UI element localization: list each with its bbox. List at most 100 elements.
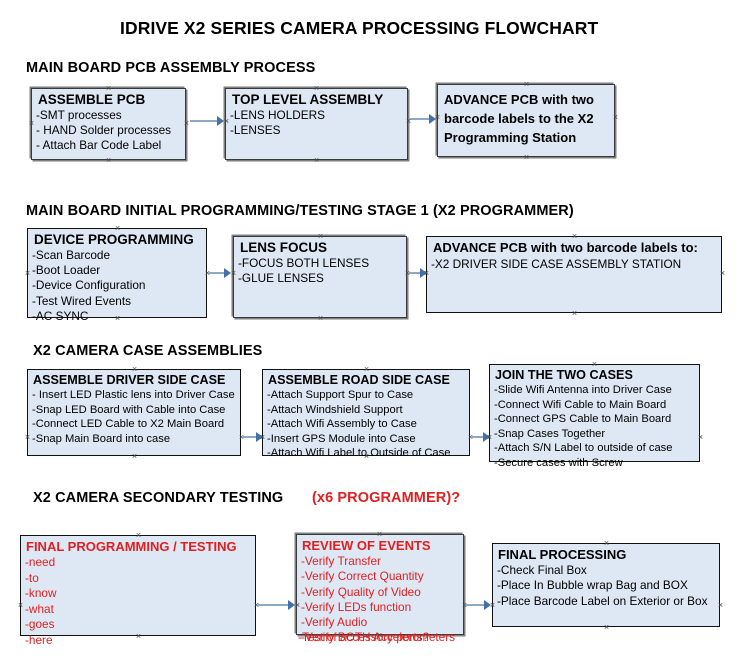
- connector-arrowhead: [429, 114, 436, 124]
- selection-handle[interactable]: [183, 120, 190, 127]
- node-line: -Verify Audio: [301, 615, 368, 630]
- node-title: ADVANCE PCB with two barcode labels to t…: [444, 92, 594, 145]
- selection-handle[interactable]: [376, 632, 383, 639]
- connector-arrowhead: [484, 600, 491, 610]
- selection-handle[interactable]: [24, 434, 31, 441]
- node-line: -LENSES: [230, 123, 281, 138]
- node-join-the-two-cases[interactable]: JOIN THE TWO CASES -Slide Wifi Antenna i…: [489, 364, 700, 469]
- selection-handle[interactable]: [376, 531, 383, 538]
- selection-handle[interactable]: [114, 315, 121, 322]
- node-advance-pcb-driver-side-case[interactable]: ADVANCE PCB with two barcode labels to: …: [426, 236, 722, 313]
- selection-handle[interactable]: [571, 233, 578, 240]
- connector-line: [209, 272, 225, 274]
- node-lines: -Slide Wifi Antenna into Driver Case -Co…: [494, 383, 697, 471]
- selection-handle[interactable]: [204, 270, 211, 277]
- section-heading-main-board-pcb-assembly: MAIN BOARD PCB ASSEMBLY PROCESS: [26, 60, 316, 76]
- selection-handle[interactable]: [363, 453, 370, 460]
- node-line: -what: [25, 601, 54, 616]
- node-title: ASSEMBLE ROAD SIDE CASE: [268, 373, 450, 387]
- connector-line: [466, 604, 485, 606]
- node-device-programming[interactable]: DEVICE PROGRAMMING -Scan Barcode -Boot L…: [27, 228, 207, 323]
- section-heading-suffix-x6-programmer: (x6 PROGRAMMER)?: [312, 490, 461, 506]
- node-advance-pcb-x2-programming-station[interactable]: ADVANCE PCB with two barcode labels to t…: [437, 84, 615, 157]
- selection-handle[interactable]: [719, 270, 726, 277]
- node-line: -Connect GPS Cable to Main Board: [494, 413, 672, 426]
- selection-handle[interactable]: [135, 633, 142, 640]
- node-final-programming-testing[interactable]: FINAL PROGRAMMING / TESTING -need -to -k…: [20, 535, 256, 647]
- selection-handle[interactable]: [489, 602, 496, 609]
- selection-handle[interactable]: [523, 81, 530, 88]
- node-line: -Slide Wifi Antenna into Driver Case: [494, 384, 672, 396]
- node-title: LENS FOCUS: [240, 240, 328, 255]
- node-lines: -Attach Support Spur to Case -Attach Win…: [267, 388, 467, 461]
- selection-handle[interactable]: [313, 157, 320, 164]
- node-line: -here: [25, 632, 53, 647]
- node-lens-focus[interactable]: LENS FOCUS -FOCUS BOTH LENSES -GLUE LENS…: [233, 236, 407, 318]
- selection-handle[interactable]: [238, 434, 245, 441]
- connector-arrowhead: [224, 268, 231, 278]
- selection-handle[interactable]: [591, 361, 598, 368]
- selection-handle[interactable]: [467, 434, 474, 441]
- node-line: -SMT processes: [36, 108, 122, 122]
- selection-handle[interactable]: [230, 270, 237, 277]
- node-line: -Snap Cases Together: [494, 427, 606, 440]
- selection-handle[interactable]: [591, 459, 598, 466]
- node-top-level-assembly[interactable]: TOP LEVEL ASSEMBLY -LENS HOLDERS -LENSES: [225, 88, 408, 160]
- selection-handle[interactable]: [405, 118, 412, 125]
- node-line: -Check Final Box: [497, 563, 587, 577]
- selection-handle[interactable]: [612, 114, 619, 121]
- node-line: -need: [25, 555, 56, 569]
- connector-line: [409, 272, 421, 274]
- node-lines: -LENS HOLDERS -LENSES: [230, 108, 405, 138]
- selection-handle[interactable]: [294, 602, 301, 609]
- selection-handle[interactable]: [317, 233, 324, 240]
- selection-handle[interactable]: [24, 270, 31, 277]
- node-line: -Attach Windshield Support: [267, 403, 403, 416]
- selection-handle[interactable]: [28, 120, 35, 127]
- selection-handle[interactable]: [253, 602, 260, 609]
- selection-handle[interactable]: [105, 85, 112, 92]
- selection-handle[interactable]: [363, 366, 370, 373]
- selection-handle[interactable]: [697, 434, 704, 441]
- node-final-processing[interactable]: FINAL PROCESSING -Check Final Box -Place…: [492, 543, 720, 627]
- selection-handle[interactable]: [603, 540, 610, 547]
- selection-handle[interactable]: [571, 310, 578, 317]
- selection-handle[interactable]: [717, 602, 724, 609]
- node-assemble-road-side-case[interactable]: ASSEMBLE ROAD SIDE CASE -Attach Support …: [262, 369, 470, 459]
- selection-handle[interactable]: [404, 270, 411, 277]
- selection-handle[interactable]: [434, 114, 441, 121]
- node-title: TOP LEVEL ASSEMBLY: [232, 92, 384, 107]
- section-heading-main-board-initial-programming: MAIN BOARD INITIAL PROGRAMMING/TESTING S…: [26, 203, 574, 219]
- node-title: FINAL PROGRAMMING / TESTING: [26, 539, 237, 554]
- selection-handle[interactable]: [131, 366, 138, 373]
- node-review-of-events[interactable]: REVIEW OF EVENTS -Verify Transfer -Verif…: [296, 534, 464, 644]
- selection-handle[interactable]: [135, 532, 142, 539]
- page-title: IDRIVE X2 SERIES CAMERA PROCESSING FLOWC…: [120, 18, 599, 38]
- node-line: -Place In Bubble wrap Bag and BOX: [497, 578, 688, 593]
- selection-handle[interactable]: [317, 315, 324, 322]
- node-line: -Verify Quality of Video: [301, 584, 421, 599]
- selection-handle[interactable]: [486, 434, 493, 441]
- node-title: ASSEMBLE DRIVER SIDE CASE: [33, 373, 226, 387]
- selection-handle[interactable]: [461, 602, 468, 609]
- selection-handle[interactable]: [603, 624, 610, 631]
- node-line: -Place Barcode Label on Exterior or Box: [497, 593, 708, 608]
- selection-handle[interactable]: [523, 154, 530, 161]
- node-assemble-pcb[interactable]: ASSEMBLE PCB -SMT processes - HAND Solde…: [31, 88, 186, 160]
- node-assemble-driver-side-case[interactable]: ASSEMBLE DRIVER SIDE CASE - Insert LED P…: [27, 369, 241, 456]
- selection-handle[interactable]: [259, 434, 266, 441]
- node-lines: -X2 DRIVER SIDE CASE ASSEMBLY STATION: [431, 257, 719, 272]
- node-overflow-line-review-of-events: -Test of accessory ports?: [298, 630, 430, 644]
- selection-handle[interactable]: [313, 85, 320, 92]
- node-line: -Connect Wifi Cable to Main Board: [494, 398, 667, 411]
- selection-handle[interactable]: [114, 225, 121, 232]
- selection-handle[interactable]: [17, 602, 24, 609]
- selection-handle[interactable]: [105, 157, 112, 164]
- selection-handle[interactable]: [423, 270, 430, 277]
- selection-handle[interactable]: [131, 453, 138, 460]
- node-line: -Snap LED Board with Cable into Case: [32, 403, 226, 416]
- connector-line: [258, 604, 289, 606]
- selection-handle[interactable]: [223, 118, 230, 125]
- node-line: -Test Wired Events: [32, 293, 131, 308]
